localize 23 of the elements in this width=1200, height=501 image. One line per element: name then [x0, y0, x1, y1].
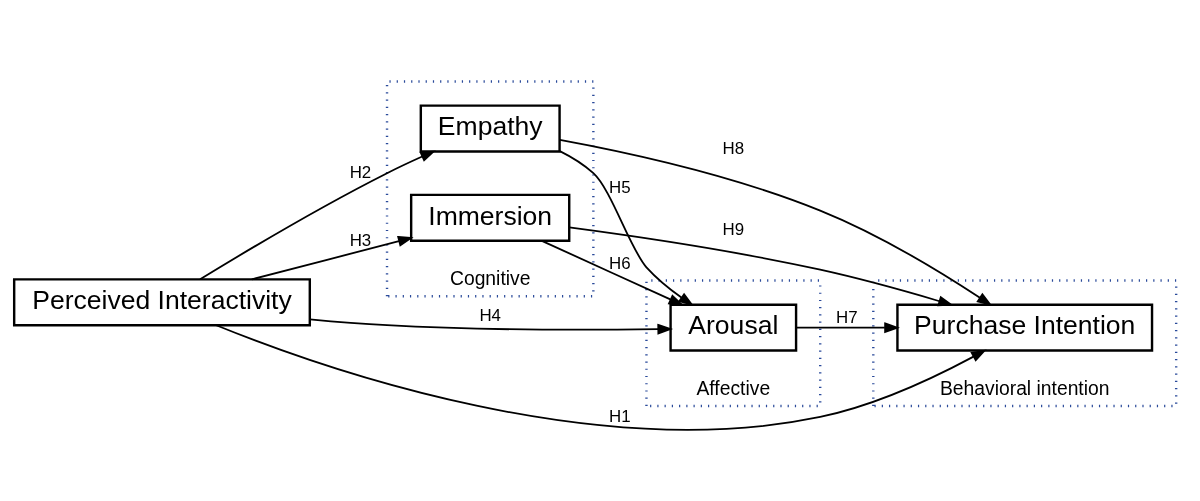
edge-label: H4 [479, 305, 501, 325]
edge-label: H8 [722, 138, 745, 158]
edge-label: H1 [609, 406, 631, 426]
node-box: Purchase Intention [896, 303, 1154, 352]
arrow [199, 149, 436, 280]
edge-label: H3 [349, 230, 372, 250]
arrow [540, 239, 685, 306]
arrow [558, 149, 694, 306]
arrow [558, 138, 993, 306]
edge-label: H9 [722, 219, 745, 239]
edge-label: H2 [349, 162, 372, 182]
edge-label: H5 [609, 177, 631, 197]
arrow [250, 235, 414, 280]
node-box: Arousal [669, 303, 798, 352]
node-box: Immersion [409, 193, 571, 242]
arrow [795, 321, 900, 333]
arrow [215, 323, 987, 430]
arrow [568, 226, 954, 306]
arrow [309, 317, 674, 335]
node-box: Perceived Interactivity [12, 277, 311, 326]
edge-label: H6 [609, 253, 631, 273]
edge-label: H7 [835, 307, 858, 327]
node-box: Empathy [419, 103, 561, 153]
